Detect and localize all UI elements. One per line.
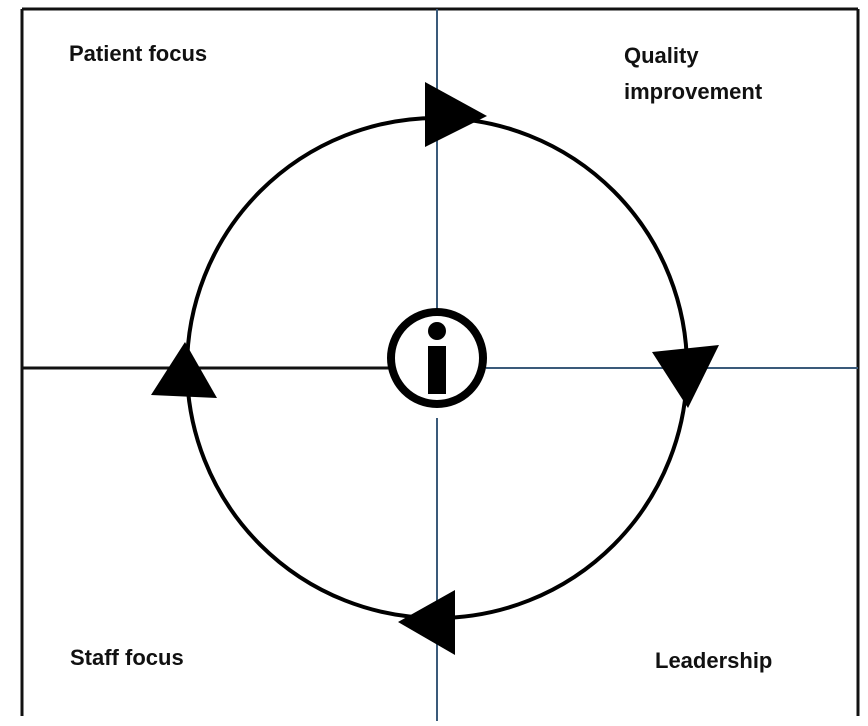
leadership-label: Leadership [655,648,773,673]
arrow-right [652,345,719,408]
outer-frame [20,7,860,716]
quality-improvement-label: Quality improvement [624,43,763,104]
information-icon [387,308,487,408]
arrow-left [151,342,217,398]
patient-focus-label: Patient focus [69,41,208,66]
arrow-bottom [398,590,455,655]
staff-focus-label: Staff focus [70,645,184,670]
arrow-top [425,82,487,147]
